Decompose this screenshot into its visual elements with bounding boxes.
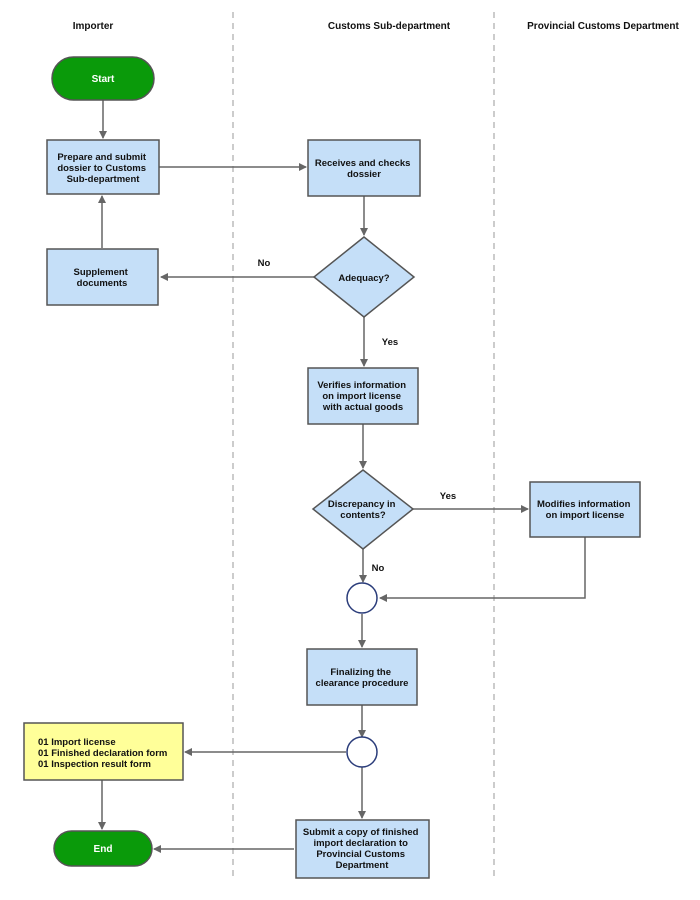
- split-connector: [346, 736, 378, 768]
- supplement-documents-line-2: documents: [77, 278, 128, 289]
- edge-label-adequacy-no: No: [258, 258, 271, 269]
- discrepancy-line-1: Discrepancy in: [328, 499, 396, 510]
- svg-text:Modifies information on: Modifies information on import license: [537, 499, 633, 521]
- svg-text:Verifies information on: Verifies information on import license w…: [317, 380, 408, 413]
- receive-dossier-box: Receives and checks dossier: [307, 139, 421, 197]
- svg-text:Start: Start: [92, 74, 115, 85]
- submit-copy-line-1: Submit a copy of finished: [303, 827, 419, 838]
- svg-text:Discrepancy in contents?: Discrepancy in contents?: [328, 499, 398, 521]
- supplement-documents-line-1: Supplement: [73, 267, 128, 278]
- lane-title-importer: Importer: [73, 21, 114, 32]
- prepare-dossier-line-2: dossier to Customs: [57, 163, 146, 174]
- document-item-import-license: 01 Import license: [38, 737, 116, 748]
- submit-copy-line-3: Provincial Customs: [316, 849, 405, 860]
- svg-text:Adequacy?: Adequacy?: [338, 273, 389, 284]
- connectors: [98, 100, 586, 853]
- modify-information-line-2: on import license: [546, 510, 625, 521]
- finalize-clearance-box: Finalizing the clearance procedure: [306, 648, 418, 706]
- lane-title-customs-sub-department: Customs Sub-department: [328, 21, 451, 32]
- verify-information-box: Verifies information on import license w…: [307, 367, 419, 425]
- edge-label-discrepancy-no: No: [372, 563, 385, 574]
- edge-label-discrepancy-yes: Yes: [440, 491, 456, 502]
- finalize-clearance-line-2: clearance procedure: [316, 678, 409, 689]
- documents-list-box: 01 Import license 01 Finished declaratio…: [23, 722, 184, 781]
- svg-text:End: End: [94, 844, 113, 855]
- svg-text:Submit a copy of finished: Submit a copy of finished import declara…: [303, 827, 421, 871]
- svg-text:Finalizing the clearance: Finalizing the clearance procedure: [316, 667, 409, 689]
- verify-information-line-2: on import license: [322, 391, 401, 402]
- prepare-dossier-line-1: Prepare and submit: [57, 152, 147, 163]
- svg-text:Prepare and submit dossi: Prepare and submit dossier to Customs Su…: [57, 152, 148, 185]
- merge-connector: [346, 582, 378, 614]
- svg-text:Supplement documents: Supplement documents: [73, 267, 130, 289]
- prepare-dossier-line-3: Sub-department: [67, 174, 141, 185]
- svg-text:Receives and checks doss: Receives and checks dossier: [315, 158, 413, 180]
- lane-title-provincial-customs-department: Provincial Customs Department: [527, 21, 679, 32]
- supplement-documents-box: Supplement documents: [46, 248, 159, 306]
- edge-modify-to-merge: [379, 537, 586, 602]
- svg-text:01 Import license 01 Fin: 01 Import license 01 Finished declaratio…: [38, 737, 170, 770]
- verify-information-line-3: with actual goods: [322, 402, 403, 413]
- modify-information-box: Modifies information on import license: [529, 481, 641, 538]
- receive-dossier-line-2: dossier: [347, 169, 381, 180]
- discrepancy-line-2: contents?: [340, 510, 386, 521]
- document-item-inspection-result: 01 Inspection result form: [38, 759, 151, 770]
- discrepancy-decision: Discrepancy in contents?: [311, 469, 415, 550]
- receive-dossier-line-1: Receives and checks: [315, 158, 411, 169]
- start-terminal: Start: [51, 56, 155, 101]
- finalize-clearance-line-1: Finalizing the: [330, 667, 391, 678]
- submit-copy-line-4: Department: [336, 860, 390, 871]
- modify-information-line-1: Modifies information: [537, 499, 631, 510]
- document-item-finished-declaration: 01 Finished declaration form: [38, 748, 167, 759]
- edge-label-adequacy-yes: Yes: [382, 337, 398, 348]
- submit-copy-box: Submit a copy of finished import declara…: [295, 819, 430, 879]
- adequacy-decision: Adequacy?: [312, 236, 416, 318]
- prepare-dossier-box: Prepare and submit dossier to Customs Su…: [46, 139, 160, 195]
- verify-information-line-1: Verifies information: [317, 380, 406, 391]
- submit-copy-line-2: import declaration to: [313, 838, 408, 849]
- end-terminal: End: [53, 830, 153, 867]
